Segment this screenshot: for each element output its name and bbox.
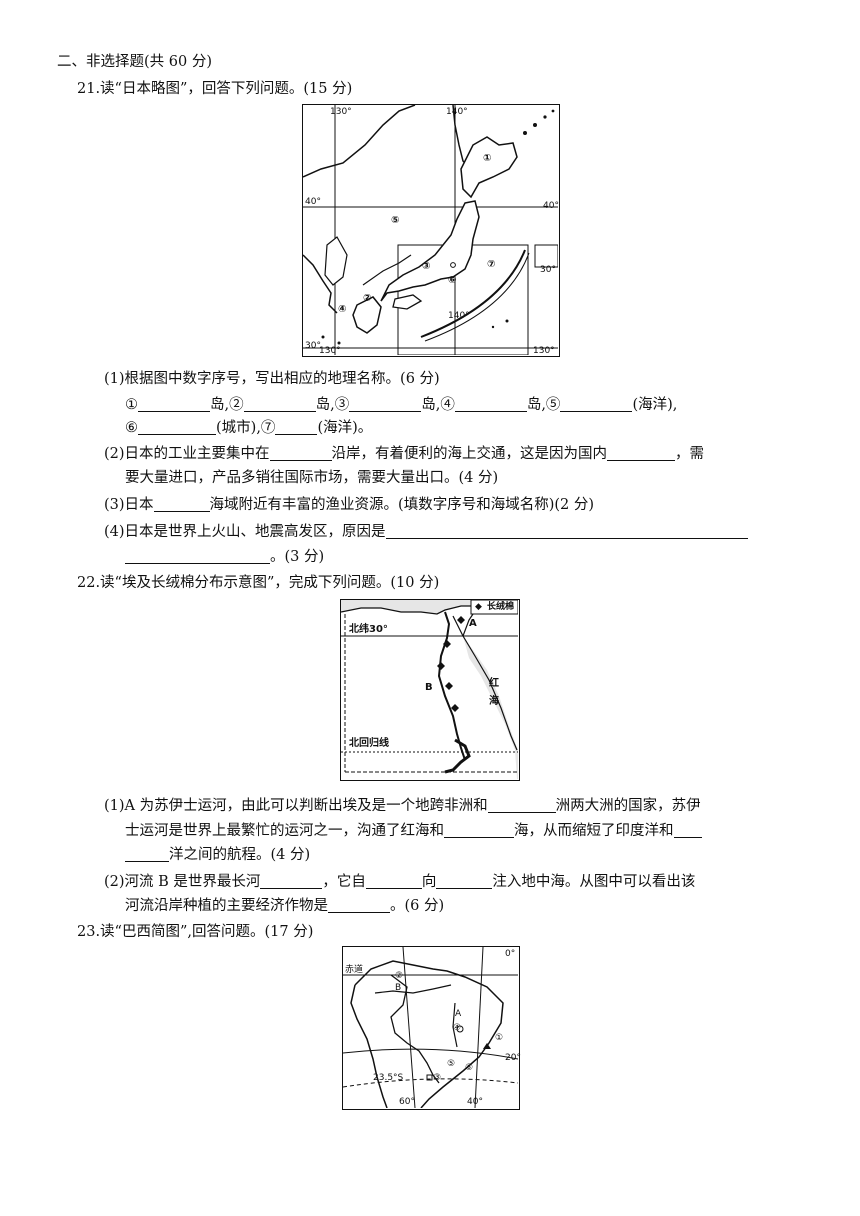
answer-blank-13[interactable] — [487, 796, 556, 813]
answer-blank-2[interactable] — [243, 395, 316, 412]
q22-p1-line2: 士运河是世界上最繁忙的运河之一，沟通了红海和海，从而缩短了印度洋和 — [125, 821, 702, 841]
q22-p1-line1: (1)A 为苏伊士运河，由此可以判断出埃及是一个地跨非洲和洲两大洲的国家，苏伊 — [104, 796, 701, 814]
japan-mark-3: ③ — [422, 261, 431, 272]
forty-degree-label: 40° — [467, 1097, 483, 1107]
brazil-mark-5: ⑤ — [447, 1059, 456, 1069]
q21-p1-line2: ⑥(城市),⑦(海洋)。 — [125, 418, 373, 436]
brazil-mark-4: ④ — [453, 1023, 462, 1033]
cotton-legend-icon: ◆ — [475, 602, 482, 612]
brazil-mark-3: ③ — [433, 1073, 442, 1083]
japan-map-drawing — [303, 105, 558, 355]
answer-blank-12[interactable] — [125, 547, 270, 564]
brazil-label-a: A — [455, 1009, 462, 1019]
legend-cotton-label: 长绒棉 — [487, 602, 515, 612]
japan-mark-5: ⑤ — [391, 215, 400, 226]
japan-map: 130° 140° 40° 40° 30° 30° 130° 140° 130°… — [302, 104, 560, 357]
answer-blank-5[interactable] — [560, 395, 633, 412]
sixty-degree-label: 60° — [399, 1097, 415, 1107]
japan-lon140-top: 140° — [446, 107, 468, 117]
answer-blank-14[interactable] — [444, 821, 514, 838]
brazil-mark-1: ① — [495, 1033, 504, 1043]
q22-p1-line3: 洋之间的航程。(4 分) — [125, 845, 310, 865]
answer-blank-1[interactable] — [138, 395, 210, 412]
label-b: B — [425, 682, 433, 693]
label-a: A — [469, 618, 477, 629]
answer-blank-15[interactable] — [673, 821, 702, 838]
q21-intro: 21.读“日本略图”，回答下列问题。(15 分) — [77, 81, 353, 97]
brazil-mark-2: ② — [395, 971, 404, 981]
q21-p4-line1: (4)日本是世界上火山、地震高发区，原因是 — [104, 522, 748, 542]
q22-intro: 22.读“埃及长绒棉分布示意图”，完成下列问题。(10 分) — [77, 575, 440, 591]
japan-lat40-left: 40° — [305, 197, 321, 207]
japan-lat40-right: 40° — [543, 201, 559, 211]
japan-lon130-bottom-right: 130° — [533, 346, 555, 356]
japan-mark-6: ⑥ — [448, 275, 457, 286]
japan-lon140-bottom: 140° — [448, 311, 470, 321]
japan-lat30-right: 30° — [540, 265, 556, 275]
answer-blank-11[interactable] — [385, 522, 748, 539]
brazil-map: 赤道 0° 23.5°S 20° 60° 40° A B ① ② ③ ④ ⑤ ⑥ — [342, 946, 521, 1110]
japan-mark-2: ② — [363, 293, 372, 304]
answer-blank-6[interactable] — [138, 418, 216, 435]
brazil-label-b: B — [395, 983, 402, 993]
q21-p1-head: (1)根据图中数字序号，写出相应的地理名称。(6 分) — [104, 371, 440, 387]
lat-30n-label: 北纬30° — [349, 624, 388, 635]
answer-blank-7[interactable] — [275, 418, 318, 435]
q21-p2-line1: (2)日本的工业主要集中在沿岸，有着便利的海上交通，这是因为国内，需 — [104, 444, 705, 462]
q23-intro: 23.读“巴西简图”,回答问题。(17 分) — [77, 924, 314, 940]
egypt-map-drawing — [341, 600, 518, 779]
red-sea-label-2: 海 — [489, 696, 499, 707]
tropic-label: 北回归线 — [349, 738, 389, 749]
answer-blank-18[interactable] — [365, 872, 422, 889]
brazil-mark-6: ⑥ — [465, 1063, 474, 1073]
twenty-degree-label: 20° — [505, 1053, 521, 1063]
q21-p4-line2: 。(3 分) — [125, 547, 324, 567]
q21-p3: (3)日本海域附近有丰富的渔业资源。(填数字序号和海域名称)(2 分) — [104, 495, 595, 513]
equator-label: 赤道 — [345, 965, 364, 975]
answer-blank-16[interactable] — [125, 845, 169, 862]
answer-blank-20[interactable] — [328, 896, 390, 913]
answer-blank-17[interactable] — [260, 872, 323, 889]
answer-blank-3[interactable] — [349, 395, 422, 412]
tropic-south-label: 23.5°S — [373, 1073, 404, 1083]
japan-lon130-bottom-left: 130° — [319, 346, 341, 356]
japan-lon130-top: 130° — [330, 107, 352, 117]
q22-p2-line1: (2)河流 B 是世界最长河，它自向注入地中海。从图中可以看出该 — [104, 872, 696, 890]
answer-blank-9[interactable] — [607, 444, 676, 461]
q22-p2-line2: 河流沿岸种植的主要经济作物是。(6 分) — [125, 896, 445, 914]
answer-blank-19[interactable] — [436, 872, 493, 889]
egypt-map: 长绒棉 ◆ 北纬30° A B 红 海 北回归线 — [340, 599, 520, 781]
japan-mark-7: ⑦ — [487, 259, 496, 270]
section-title: 二、非选择题(共 60 分) — [57, 54, 212, 70]
answer-blank-8[interactable] — [269, 444, 332, 461]
japan-mark-1: ① — [483, 153, 492, 164]
q21-p2-line2: 要大量进口，产品多销往国际市场，需要大量出口。(4 分) — [125, 470, 499, 486]
answer-blank-10[interactable] — [153, 495, 210, 512]
japan-mark-4: ④ — [338, 304, 347, 315]
japan-lat30-left: 30° — [305, 341, 321, 351]
answer-blank-4[interactable] — [454, 395, 527, 412]
zero-degree-label: 0° — [505, 949, 516, 959]
brazil-map-drawing — [343, 947, 518, 1108]
red-sea-label-1: 红 — [489, 678, 499, 689]
